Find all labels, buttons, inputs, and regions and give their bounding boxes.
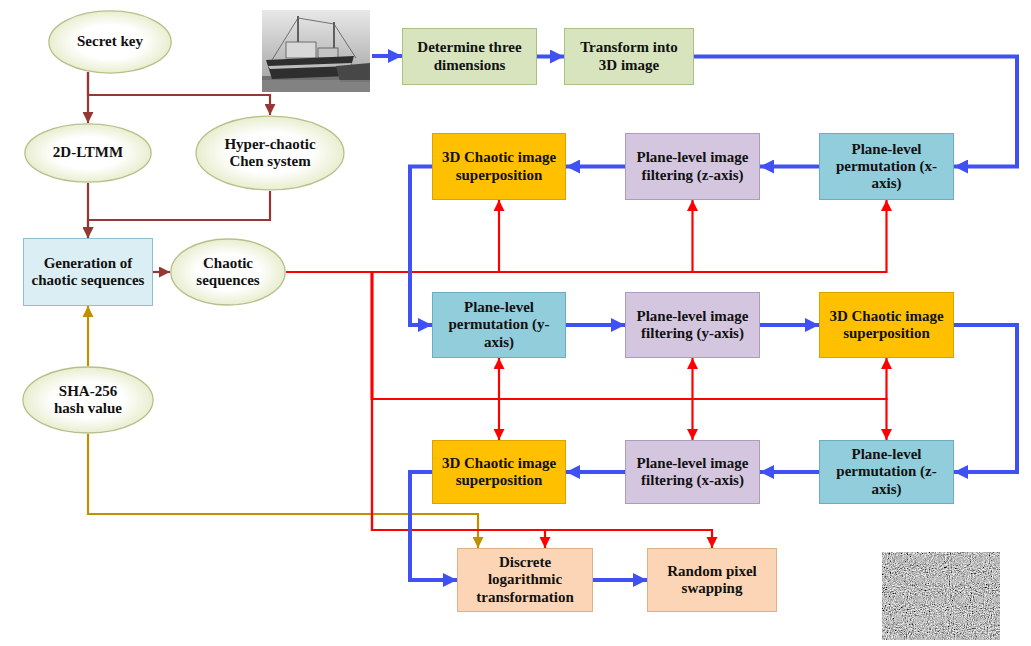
process-box: Random pixel swapping [647,548,777,612]
node-text: Plane-level image filtering (z-axis) [632,149,753,184]
sequence-ellipse: Chaotic sequences [170,238,286,306]
process-box: Discrete logarithmic transformation [457,548,593,612]
node-text: Generation of chaotic sequences [30,255,146,290]
node-text: Plane-level permutation (z-axis) [826,446,947,498]
node-text: Plane-level image filtering (y-axis) [632,308,753,343]
process-box: Transform into 3D image [564,28,694,85]
node-text: 3D Chaotic image superposition [439,455,559,490]
process-box: Determine three dimensions [402,28,537,85]
node-text: Plane-level image filtering (x-axis) [632,455,753,490]
process-box: Plane-level permutation (y-axis) [432,292,566,358]
flow-arrow [760,323,819,327]
process-box: 3D Chaotic image superposition [819,292,954,358]
node-text: Chaotic sequences [188,255,269,290]
chaotic-sequence-arrow [286,272,887,440]
process-box: Plane-level image filtering (x-axis) [625,440,760,504]
chaotic-sequence-arrow [286,200,499,272]
node-text: Hyper-chaotic Chen system [218,136,323,171]
encrypted-noise-image [882,552,1000,640]
node-text: Transform into 3D image [571,39,687,74]
node-text: Random pixel swapping [654,563,770,598]
flow-arrow [537,55,564,59]
hash-ellipse: SHA-256 hash value [22,366,154,434]
input-ship-image [262,10,370,92]
flow-arrow [566,323,625,327]
flow-arrow [760,470,819,474]
node-text: Determine three dimensions [409,39,530,74]
process-box: 3D Chaotic image superposition [432,440,566,504]
process-box: Generation of chaotic sequences [23,238,153,306]
node-text: 2D-LTMM [53,144,123,161]
system-ellipse: Hyper-chaotic Chen system [195,115,345,191]
key-ellipse: Secret key [48,10,172,74]
node-text: Secret key [77,33,143,50]
process-box: 3D Chaotic image superposition [432,133,566,200]
key-arrow [88,191,270,238]
chaotic-sequence-arrow [286,200,887,272]
flow-arrow [954,325,1017,472]
node-text: Plane-level permutation (y-axis) [439,299,559,351]
process-box: Plane-level image filtering (z-axis) [625,133,760,200]
process-box: Plane-level permutation (z-axis) [819,440,954,504]
node-text: Plane-level permutation (x-axis) [826,141,947,193]
key-arrow [153,271,170,273]
node-text: 3D Chaotic image superposition [826,308,947,343]
node-text: 3D Chaotic image superposition [439,149,559,184]
node-text: SHA-256 hash value [42,383,134,418]
flow-arrow [566,470,625,474]
flow-arrow [760,165,819,169]
flow-arrow [410,167,432,326]
flow-arrow [566,165,625,169]
flow-arrow [593,578,647,582]
process-box: Plane-level image filtering (y-axis) [625,292,760,358]
process-box: Plane-level permutation (x-axis) [819,133,954,200]
node-text: Discrete logarithmic transformation [464,554,586,606]
chaotic-sequence-arrow [286,200,693,272]
map-ellipse: 2D-LTMM [24,123,152,183]
key-arrow [88,72,270,115]
input-arrow [372,54,402,58]
hash-arrow [87,306,89,366]
chaotic-sequence-arrow [286,272,887,399]
